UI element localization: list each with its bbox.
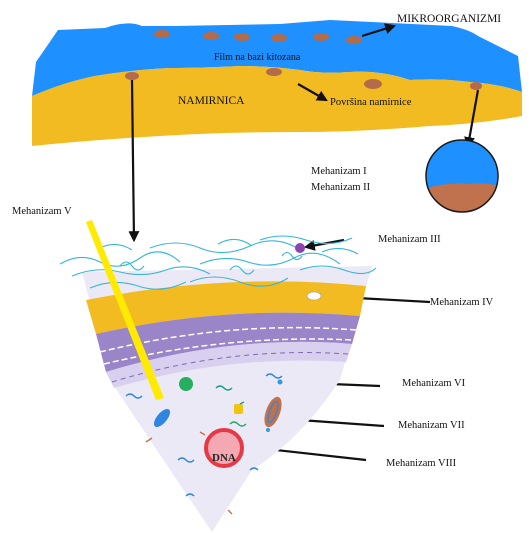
microorganism (346, 36, 362, 44)
label-microorganisms: MIKROORGANIZMI (397, 13, 501, 25)
label-mechanism-3: Mehanizam III (378, 234, 441, 245)
microorganism (271, 34, 287, 42)
label-mechanism-1: Mehanizam I (311, 166, 367, 177)
green-organelle (179, 377, 193, 391)
label-mechanism-7: Mehanizam VII (398, 420, 465, 431)
label-mechanism-8: Mehanizam VIII (386, 458, 457, 469)
microorganism (203, 32, 219, 40)
label-food: NAMIRNICA (178, 95, 245, 107)
microorganism (364, 79, 382, 89)
chitosan-particle (295, 243, 305, 253)
microorganism (266, 68, 282, 76)
cell-section: DNA (60, 220, 376, 532)
dna-label: DNA (212, 452, 236, 464)
yellow-organelle (234, 404, 243, 414)
zoom-circle (420, 140, 506, 220)
microorganism (234, 33, 250, 41)
label-film: Film na bazi kitozana (214, 52, 301, 63)
small-particle (278, 380, 283, 385)
membrane-pore (307, 292, 321, 300)
microorganism (313, 33, 329, 41)
microorganism (125, 72, 139, 80)
label-mechanism-6: Mehanizam VI (402, 378, 466, 389)
microorganism (154, 30, 170, 38)
label-food-surface: Površina namirnice (330, 97, 412, 108)
microorganism (470, 82, 482, 90)
label-mechanism-4: Mehanizam IV (430, 297, 494, 308)
label-mechanism-5: Mehanizam V (12, 206, 72, 217)
small-particle (266, 428, 270, 432)
label-mechanism-2: Mehanizam II (311, 182, 371, 193)
